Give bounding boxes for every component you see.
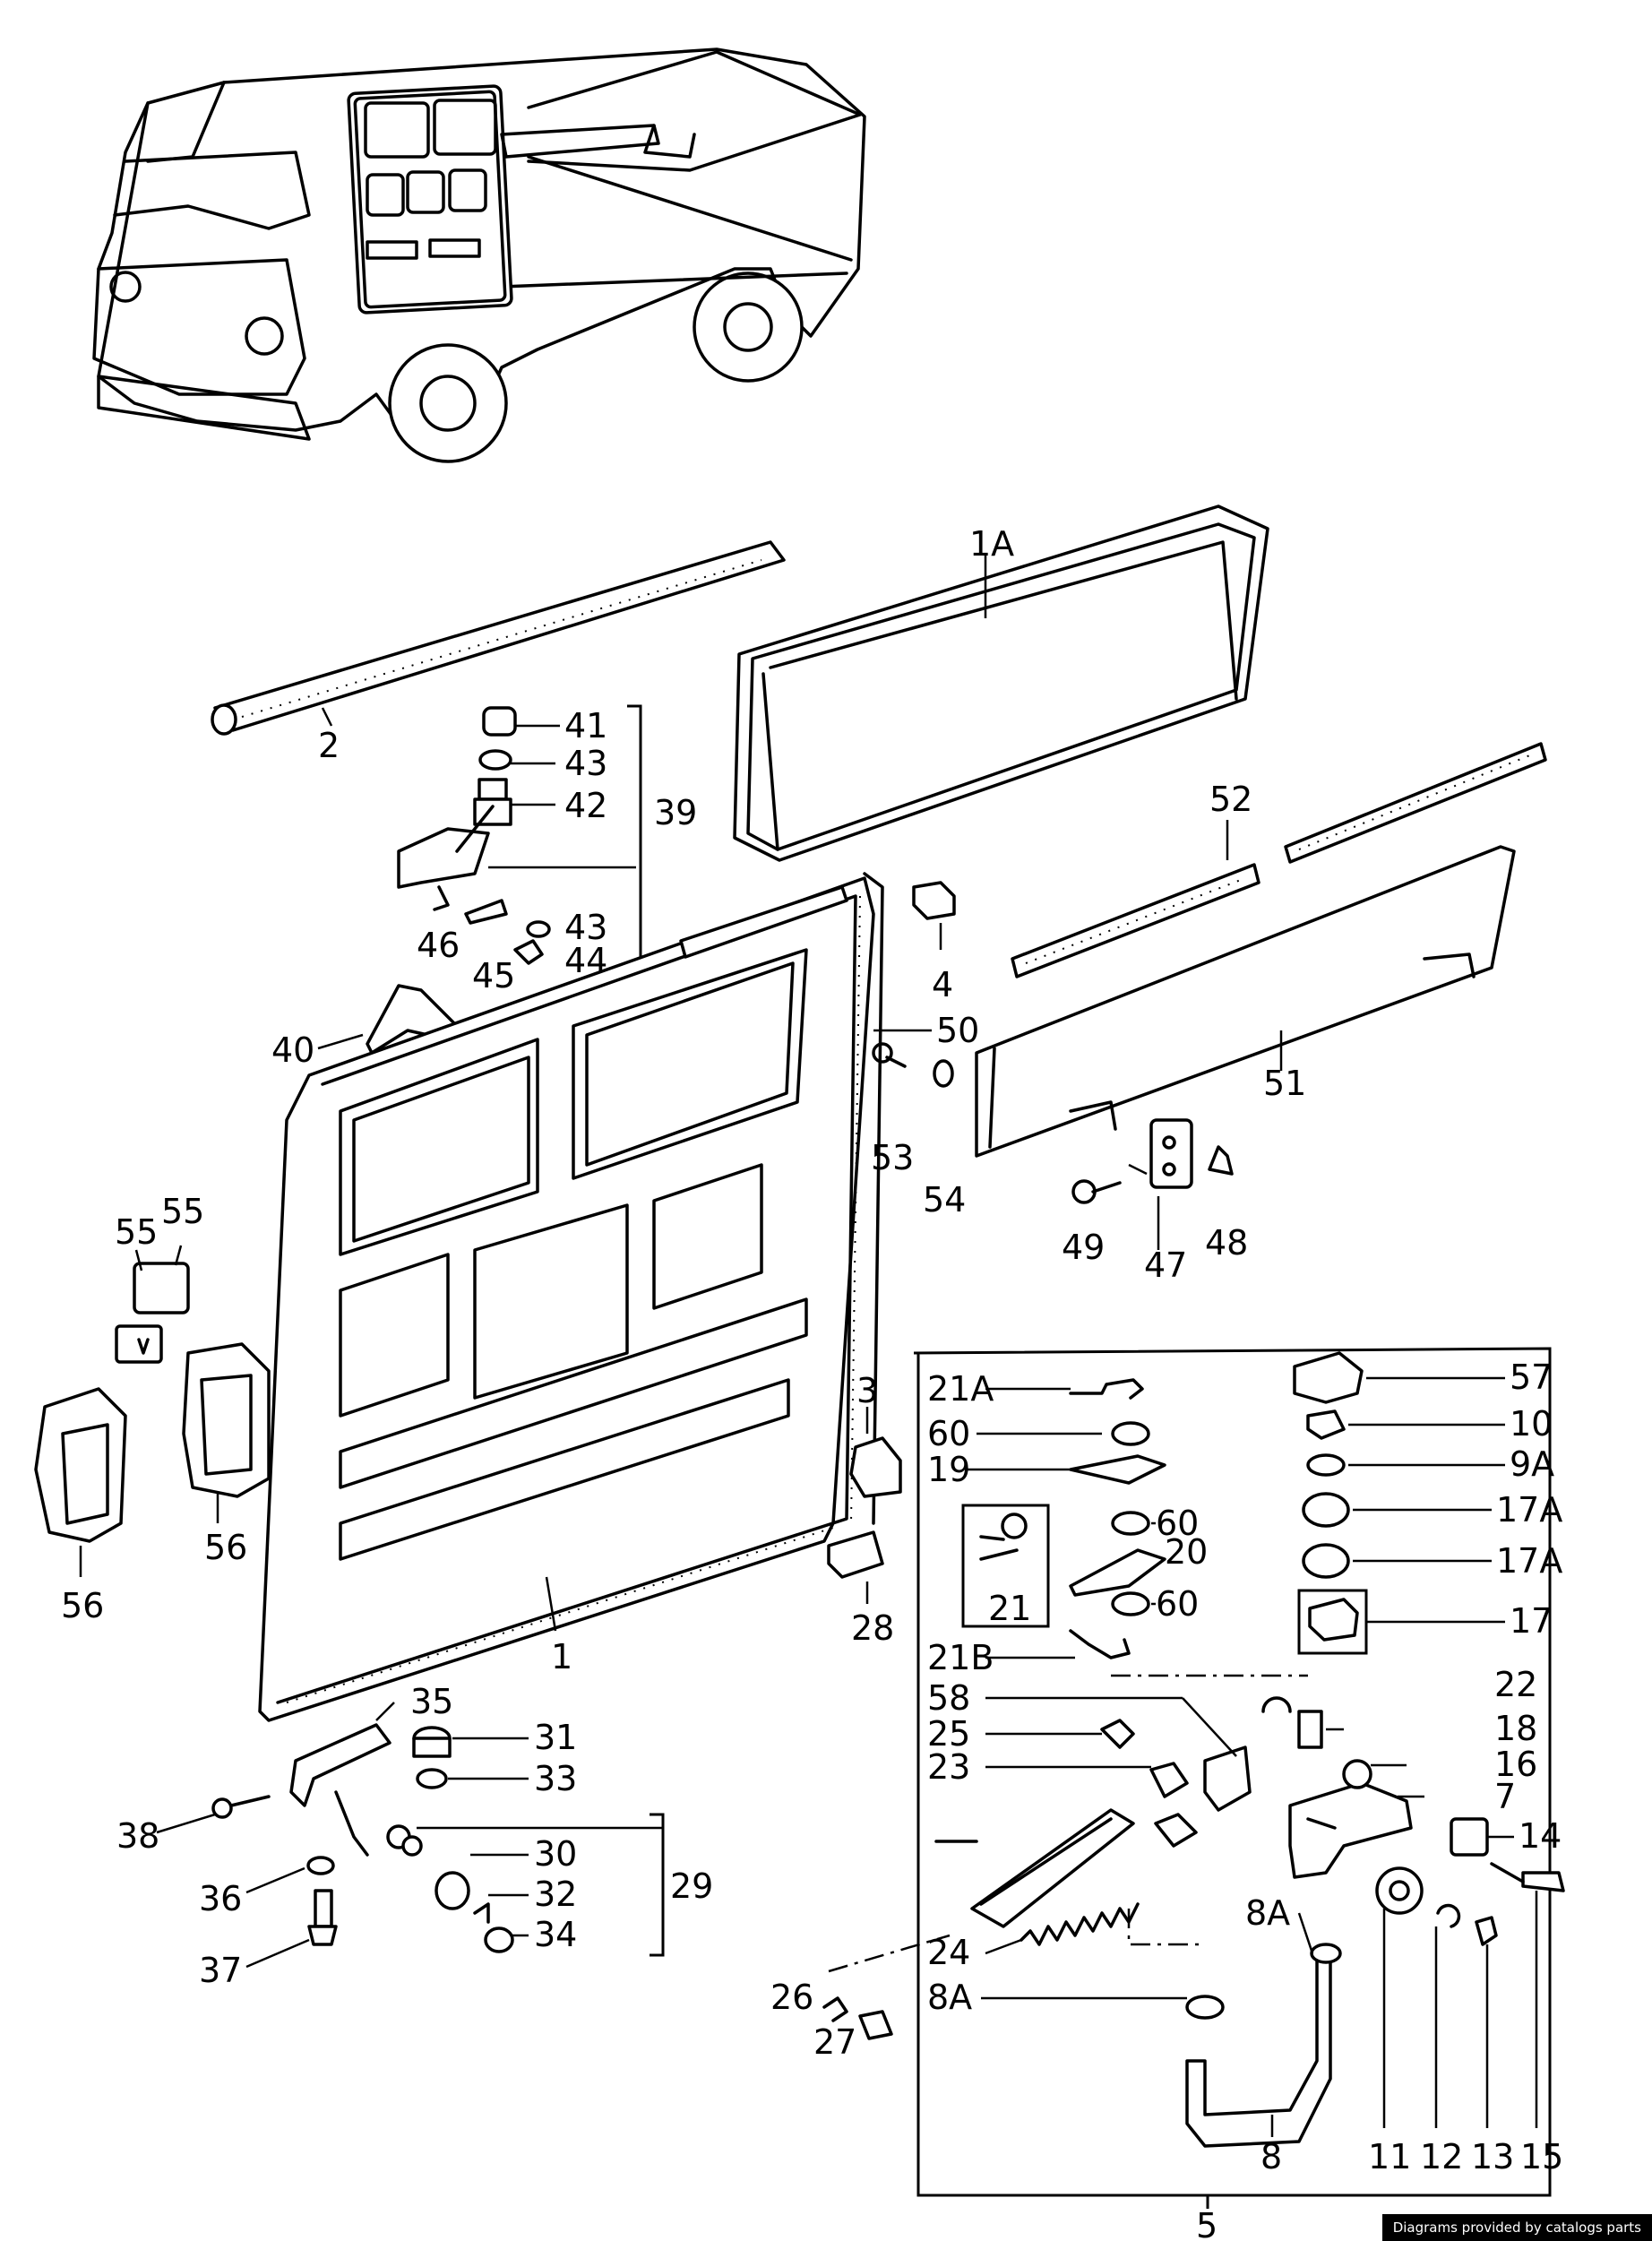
van-illustration: [92, 47, 866, 463]
callout-44: 44: [564, 941, 607, 980]
callout-16: 16: [1494, 1745, 1537, 1784]
callout-39: 39: [654, 793, 697, 832]
callout-7: 7: [1494, 1777, 1516, 1816]
callout-38: 38: [116, 1816, 159, 1856]
callout-51: 51: [1263, 1064, 1306, 1103]
callout-56: 56: [61, 1586, 104, 1625]
callout-1A: 1A: [969, 524, 1014, 564]
callout-43: 43: [564, 744, 607, 783]
callout-60: 60: [1156, 1584, 1199, 1624]
callout-49: 49: [1062, 1228, 1105, 1267]
callout-24: 24: [927, 1933, 970, 1972]
callout-52: 52: [1209, 780, 1252, 819]
callout-8: 8: [1261, 2137, 1282, 2176]
callout-56: 56: [204, 1528, 247, 1567]
callout-17A: 17A: [1496, 1541, 1562, 1581]
callout-2: 2: [318, 726, 340, 765]
door-seal-50: [679, 872, 932, 1525]
callout-13: 13: [1471, 2137, 1514, 2176]
callout-1: 1: [551, 1637, 572, 1676]
callout-14: 14: [1519, 1816, 1562, 1856]
buffer-4: [912, 881, 956, 950]
seal-strip-2: [211, 540, 786, 736]
callout-25: 25: [927, 1714, 970, 1754]
callout-21B: 21B: [927, 1638, 994, 1677]
callout-23: 23: [927, 1747, 970, 1787]
callout-40: 40: [271, 1030, 314, 1070]
sliding-door-1: [258, 876, 875, 1722]
callout-4: 4: [932, 965, 953, 1004]
callout-35: 35: [410, 1682, 453, 1721]
callout-58: 58: [927, 1678, 970, 1718]
callout-11: 11: [1368, 2137, 1411, 2176]
callout-48: 48: [1205, 1223, 1248, 1263]
callout-41: 41: [564, 706, 607, 746]
callout-8A: 8A: [1245, 1893, 1290, 1933]
fasteners-47-54: [872, 1042, 1234, 1250]
callout-43: 43: [564, 908, 607, 947]
callout-47: 47: [1144, 1245, 1187, 1285]
callout-labels: 1A 2 41 43 42 39 43 44 46 45 4 52 50 40 …: [61, 524, 1563, 2241]
callout-45: 45: [472, 956, 515, 996]
callout-33: 33: [534, 1759, 577, 1798]
callout-19: 19: [927, 1450, 970, 1489]
callout-31: 31: [534, 1718, 577, 1757]
callout-17A: 17A: [1496, 1490, 1562, 1530]
callout-32: 32: [534, 1875, 577, 1914]
guides-3-28: [827, 1407, 902, 1604]
callout-60: 60: [927, 1414, 970, 1453]
seal-strip-52: [1011, 742, 1547, 978]
callout-53: 53: [871, 1138, 914, 1177]
callout-29: 29: [670, 1866, 713, 1906]
callout-27: 27: [813, 2022, 856, 2062]
lock-mechanism-5: [822, 1347, 1565, 2209]
callout-26: 26: [770, 1978, 813, 2017]
callout-54: 54: [923, 1180, 966, 1220]
callout-17: 17: [1510, 1601, 1553, 1641]
callout-55: 55: [115, 1212, 158, 1252]
callout-9A: 9A: [1510, 1444, 1554, 1484]
callout-42: 42: [564, 786, 607, 825]
callout-10: 10: [1510, 1404, 1553, 1444]
callout-15: 15: [1520, 2137, 1563, 2176]
callout-21A: 21A: [927, 1369, 994, 1409]
rail-cover-51: [975, 845, 1516, 1158]
callout-46: 46: [417, 926, 460, 965]
callout-3: 3: [856, 1371, 878, 1410]
callout-60: 60: [1156, 1504, 1199, 1543]
callout-36: 36: [199, 1879, 242, 1918]
callout-50: 50: [936, 1011, 979, 1050]
callout-30: 30: [534, 1834, 577, 1874]
callout-22: 22: [1494, 1665, 1537, 1704]
hinge-assembly-39: [397, 704, 642, 970]
callout-28: 28: [851, 1608, 894, 1648]
callout-55: 55: [161, 1192, 204, 1231]
callout-18: 18: [1494, 1709, 1537, 1748]
roller-assembly-29: [156, 1702, 665, 1969]
callout-57: 57: [1510, 1358, 1553, 1397]
callout-5: 5: [1196, 2206, 1217, 2241]
credit-banner: Diagrams provided by catalogs parts: [1381, 2214, 1652, 2241]
callout-12: 12: [1420, 2137, 1463, 2176]
window-frame-1A: [733, 504, 1269, 862]
callout-8A: 8A: [927, 1978, 972, 2017]
callout-20: 20: [1165, 1532, 1208, 1572]
callout-34: 34: [534, 1915, 577, 1954]
callout-37: 37: [199, 1951, 242, 1990]
callout-21: 21: [988, 1589, 1031, 1628]
locks-55-56: [34, 1245, 271, 1577]
